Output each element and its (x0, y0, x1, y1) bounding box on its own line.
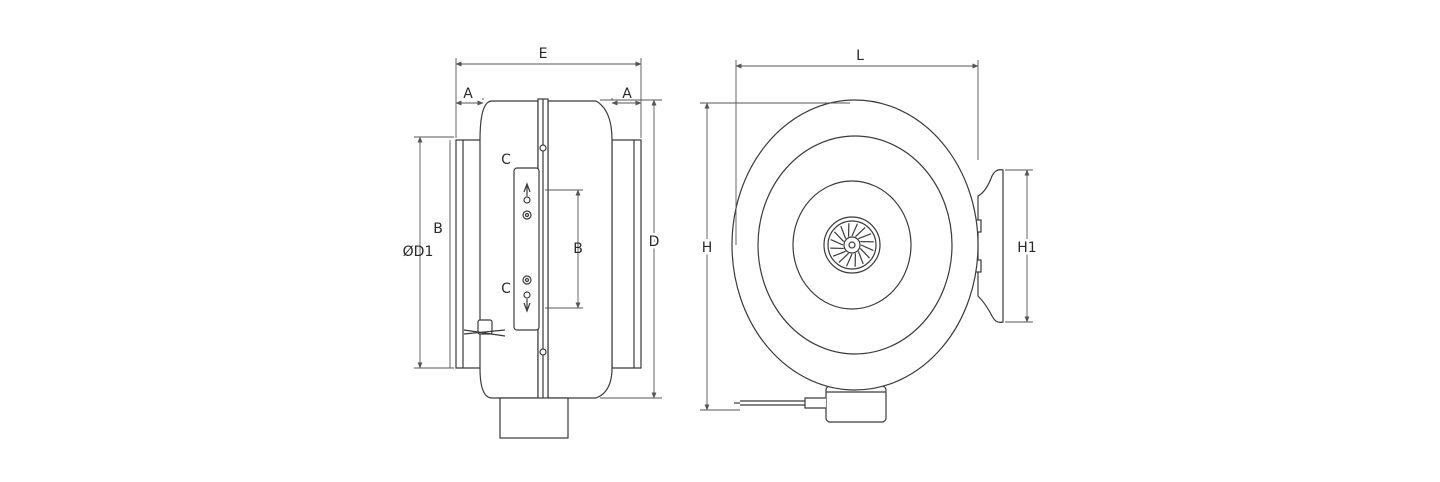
label-d1: ØD1 (403, 244, 434, 260)
impeller-blade (851, 223, 858, 237)
label-c-top: C (501, 152, 511, 168)
cable-gland (463, 319, 506, 337)
front-view: L H H1 (699, 48, 1039, 423)
impeller-blade (840, 225, 847, 239)
impeller-hub (823, 216, 881, 274)
label-a-left: A (463, 86, 473, 102)
impeller-blade (838, 252, 849, 264)
label-b-outer: B (433, 221, 443, 237)
terminal-box-side (499, 397, 569, 439)
impeller-blade (858, 233, 872, 240)
label-c-bottom: C (501, 281, 511, 297)
label-h1: H1 (1017, 240, 1036, 256)
label-e: E (539, 46, 548, 62)
label-l: L (856, 48, 864, 64)
bracket-slot-top (522, 182, 532, 220)
label-a-right: A (622, 86, 632, 102)
impeller-blade (855, 226, 866, 238)
impeller-blade (833, 231, 845, 242)
label-b-inner: B (573, 241, 583, 257)
impeller-blade (860, 244, 874, 251)
impeller-blade (832, 250, 846, 257)
label-h: H (702, 240, 713, 256)
front-mount-bracket (977, 169, 1004, 323)
label-d: D (649, 234, 660, 250)
right-collar (611, 139, 642, 369)
side-view: E A A ØD1 B B C C D (403, 46, 662, 439)
impeller-blade (857, 251, 864, 265)
impeller-blade (859, 248, 871, 259)
mounting-bracket (513, 167, 540, 331)
bracket-slot-bottom (522, 275, 532, 313)
impeller-blade (846, 253, 853, 267)
impeller-blade (830, 239, 844, 246)
power-cable (734, 397, 826, 409)
